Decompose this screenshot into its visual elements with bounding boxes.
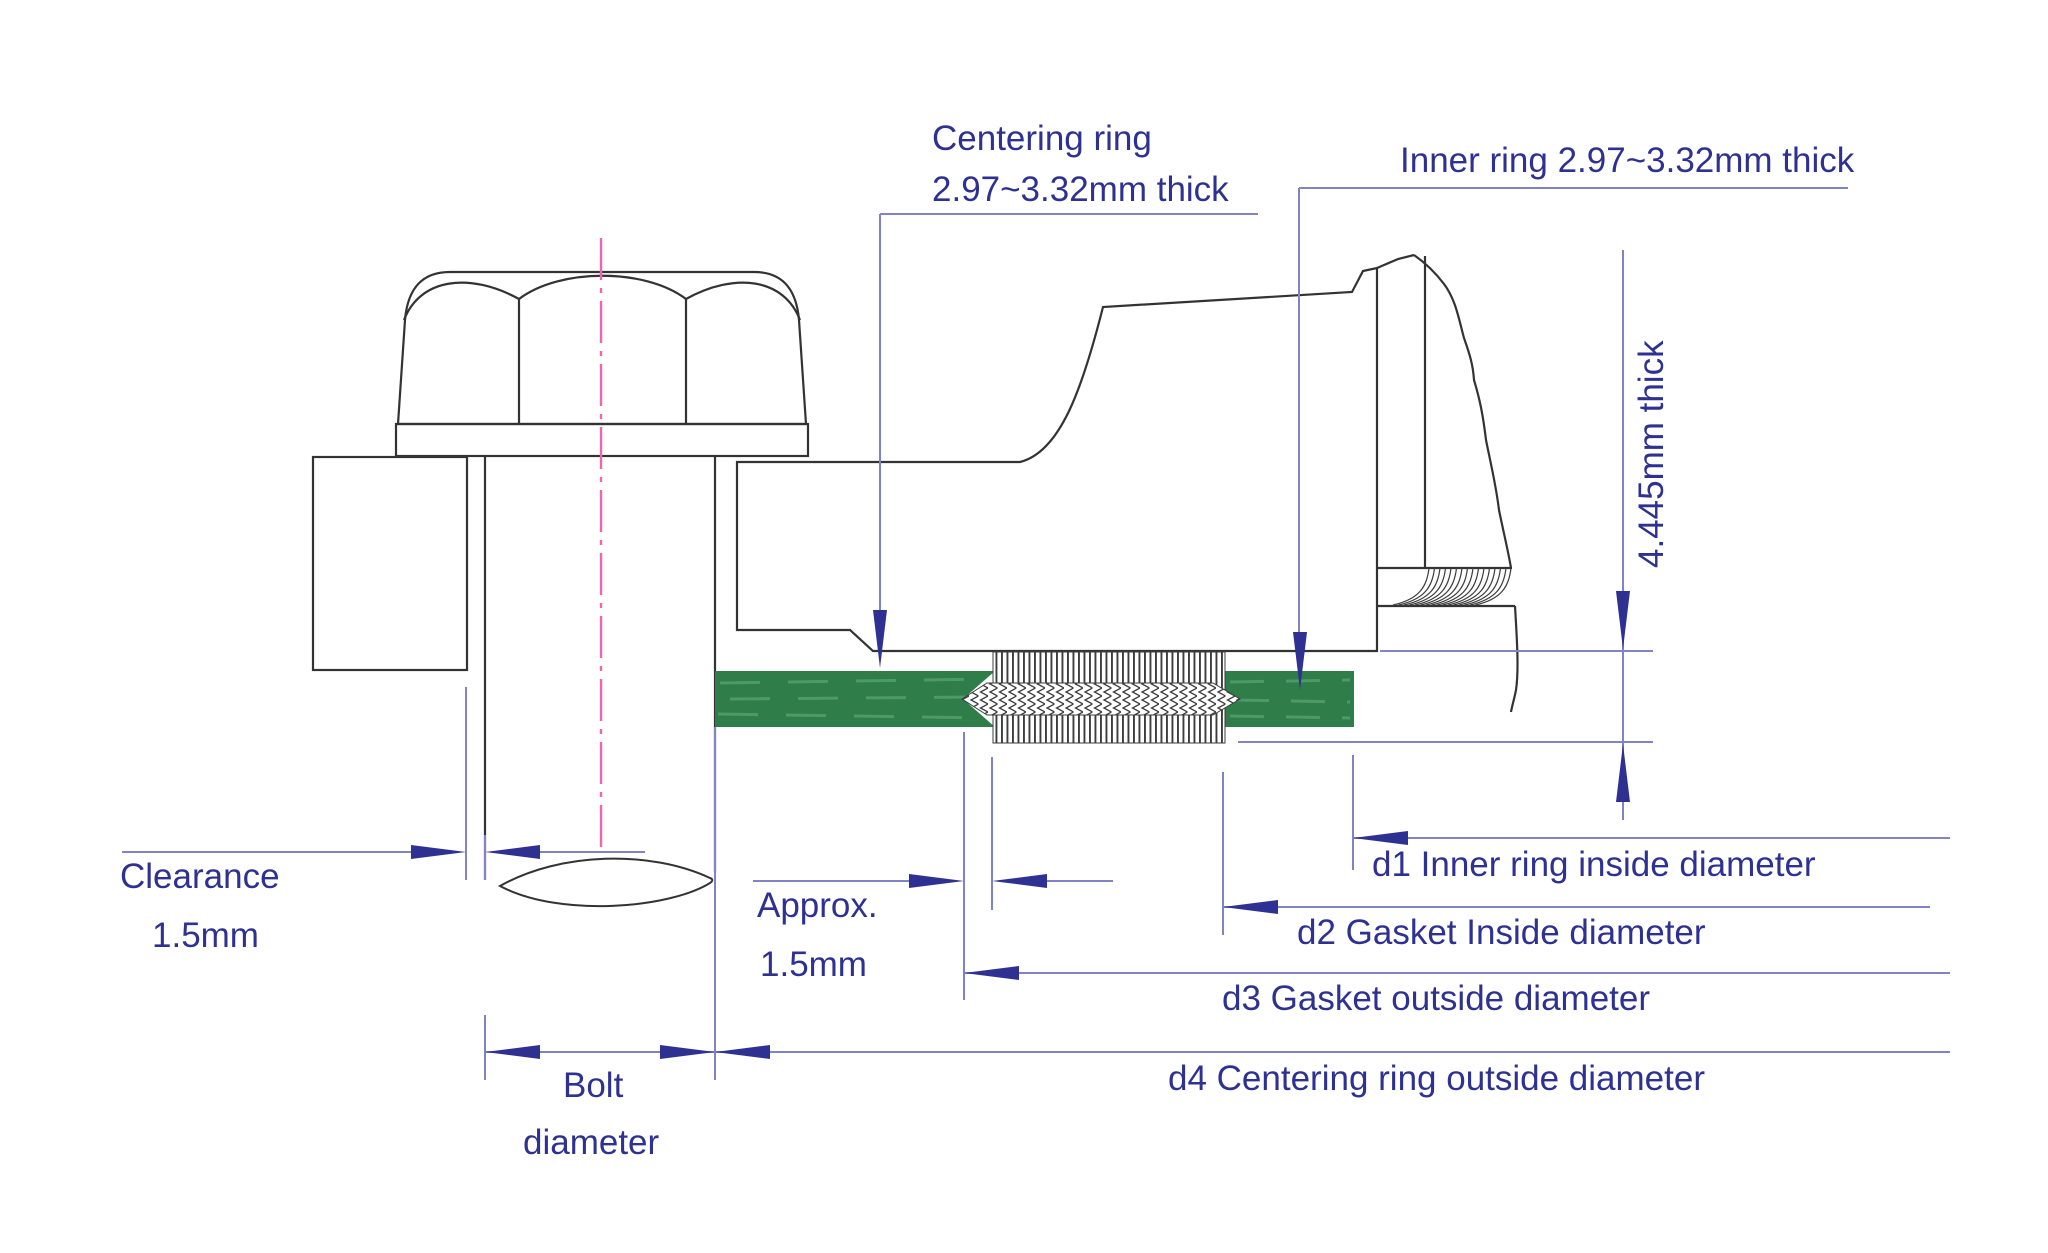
d1-label: d1 Inner ring inside diameter <box>1372 845 1816 884</box>
d2-dimension <box>1222 772 1930 935</box>
d4-label: d4 Centering ring outside diameter <box>1168 1059 1705 1098</box>
winding-thickness-dimension <box>1238 250 1653 820</box>
hex-head <box>396 270 808 426</box>
inner-ring-label: Inner ring 2.97~3.32mm thick <box>1400 141 1855 180</box>
d1-dimension <box>1352 755 1950 870</box>
weld-fillet-fan <box>1392 567 1512 606</box>
pipe-break-line-upper <box>1413 254 1513 569</box>
clearance-label-line2: 1.5mm <box>152 916 259 955</box>
d3-dimension <box>964 966 1950 980</box>
bolt-diameter-dimension <box>484 727 716 1080</box>
bolt-break-squiggle <box>497 857 714 908</box>
approx-label-line2: 1.5mm <box>760 945 867 984</box>
clearance-dimension <box>122 687 645 880</box>
bolt-diameter-label-line2: diameter <box>523 1123 660 1162</box>
inner-ring-leader <box>1293 187 1848 690</box>
bolt-diameter-label-line1: Bolt <box>563 1066 624 1105</box>
flange-body <box>735 266 1379 653</box>
winding-thickness-label: 4.445mm thick <box>1632 340 1671 568</box>
d2-label: d2 Gasket Inside diameter <box>1297 913 1706 952</box>
left-flange-block <box>311 455 469 672</box>
clearance-label-line1: Clearance <box>120 857 280 896</box>
pipe-break-line-lower <box>1509 605 1519 713</box>
pipe-neck <box>1376 253 1519 713</box>
centering-ring-label-line1: Centering ring <box>932 119 1152 158</box>
d4-dimension <box>715 1045 1950 1059</box>
approx-gap-dimension <box>753 732 1113 1000</box>
centering-ring <box>715 671 995 727</box>
inner-ring <box>1198 671 1354 727</box>
d3-label: d3 Gasket outside diameter <box>1222 979 1650 1018</box>
spiral-winding <box>961 651 1241 744</box>
centering-ring-label-line2: 2.97~3.32mm thick <box>932 170 1229 209</box>
centering-ring-leader <box>873 213 1258 668</box>
approx-label-line1: Approx. <box>757 886 878 925</box>
